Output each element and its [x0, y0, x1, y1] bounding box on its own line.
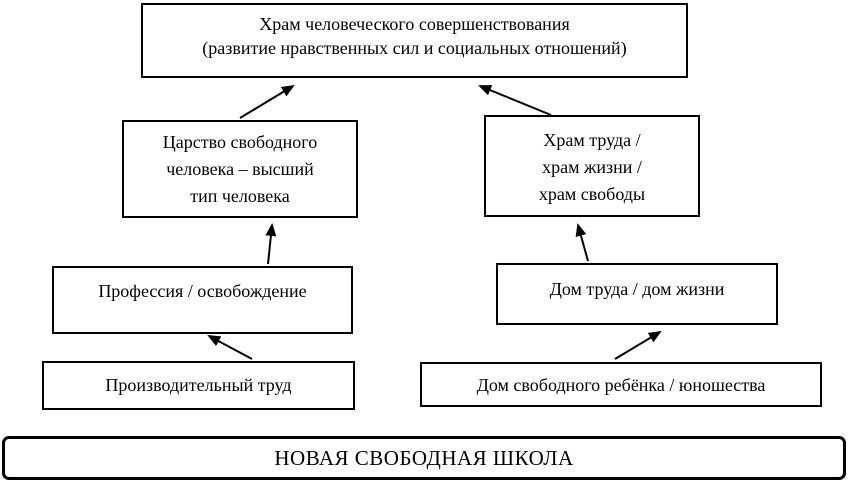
node-text-line: (развитие нравственных сил и социальных …: [202, 38, 627, 58]
node-kingdom-of-free-man: Царство свободного человека – высший тип…: [122, 120, 358, 218]
node-text-line: Дом свободного ребёнка / юношества: [476, 375, 766, 395]
node-productive-labor: Производительный труд: [42, 361, 355, 410]
arrow-house-labor-to-temples: [575, 223, 589, 262]
arrow-productive-to-profession: [207, 335, 253, 360]
node-text-line: Храм труда /: [543, 130, 641, 150]
node-text-line: Производительный труд: [105, 375, 292, 395]
node-house-of-labor-life: Дом труда / дом жизни: [496, 263, 778, 325]
node-text-line: тип человека: [190, 186, 290, 206]
node-text-line: храм свободы: [538, 184, 646, 204]
arrow-kingdom-to-temple-of-perfection: [239, 84, 295, 119]
arrow-temples-to-temple-of-perfection: [478, 85, 552, 116]
node-text-line: Дом труда / дом жизни: [549, 279, 725, 299]
arrow-free-child-to-house-labor: [614, 330, 662, 360]
arrow-profession-to-kingdom: [265, 223, 277, 265]
node-text-line: храм жизни /: [542, 157, 642, 177]
node-text-line: Храм человеческого совершенствования: [259, 14, 570, 34]
node-text-line: Царство свободного: [162, 132, 318, 152]
node-text-line: НОВАЯ СВОБОДНАЯ ШКОЛА: [274, 445, 574, 470]
node-house-of-free-child: Дом свободного ребёнка / юношества: [420, 362, 822, 407]
node-temple-of-perfection: Храм человеческого совершенствования (ра…: [141, 3, 688, 78]
node-text-line: человека – высший: [166, 159, 314, 179]
node-temples-of-labor-life-freedom: Храм труда / храм жизни / храм свободы: [484, 115, 700, 217]
node-new-free-school: НОВАЯ СВОБОДНАЯ ШКОЛА: [2, 436, 846, 480]
node-profession-liberation: Профессия / освобождение: [52, 266, 353, 334]
node-text-line: Профессия / освобождение: [98, 281, 307, 301]
